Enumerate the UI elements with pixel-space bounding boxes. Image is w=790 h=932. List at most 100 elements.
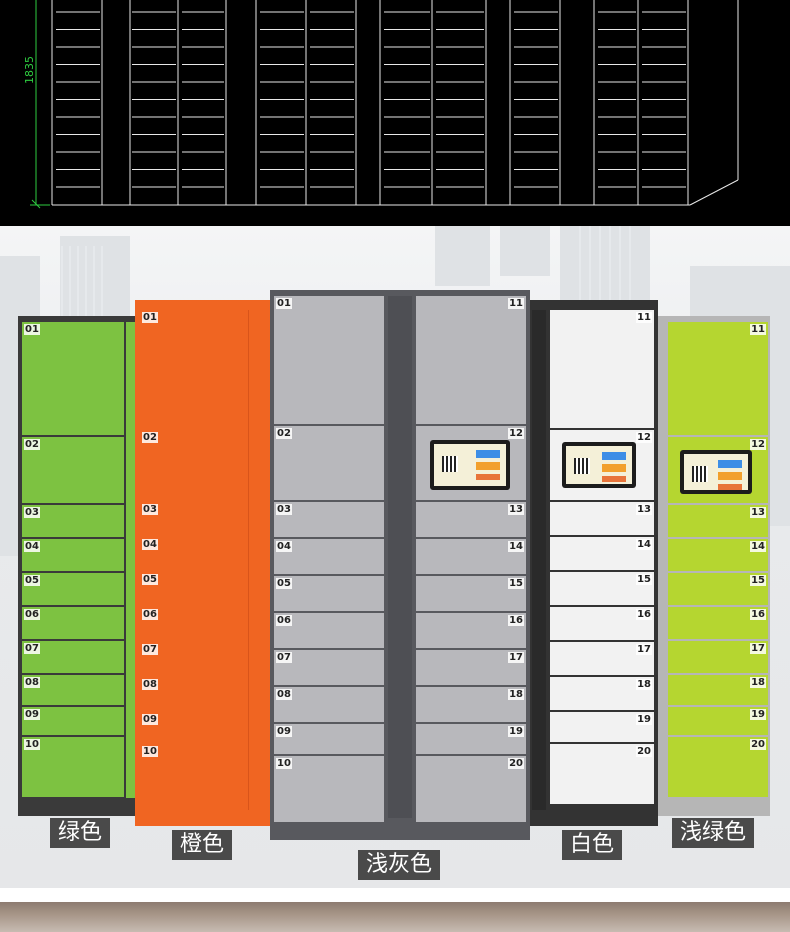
door-number: 07 <box>276 652 292 663</box>
locker-door: 10 <box>274 756 384 822</box>
locker-elevation-drawing: 1835 <box>23 0 739 209</box>
locker-door: 05 <box>274 576 384 611</box>
door-number: 07 <box>142 644 158 655</box>
locker-door: 03 <box>140 502 244 535</box>
locker-door: 04 <box>22 539 124 571</box>
color-label-light-gray: 浅灰色 <box>358 850 441 880</box>
door-number: 01 <box>24 324 40 335</box>
color-label-white: 白色 <box>562 830 623 860</box>
door-number: 02 <box>142 432 158 443</box>
door-number: 04 <box>24 541 40 552</box>
locker-door: 01 <box>140 310 244 428</box>
locker-door: 06 <box>22 607 124 639</box>
door-number: 10 <box>276 758 292 769</box>
locker-door: 04 <box>274 539 384 574</box>
door-number: 17 <box>636 644 652 655</box>
door-number: 09 <box>276 726 292 737</box>
floor-photo-strip <box>0 888 790 932</box>
locker-door: 15 <box>550 572 654 605</box>
door-number: 01 <box>276 298 292 309</box>
locker-door: 20 <box>668 737 768 797</box>
cad-drawing: 1835 <box>0 0 790 226</box>
qr-code-icon <box>692 466 708 482</box>
screen-button <box>718 460 742 468</box>
door-number: 09 <box>24 709 40 720</box>
door-number: 04 <box>276 541 292 552</box>
locker-door: 01 <box>22 322 124 435</box>
door-number: 18 <box>750 677 766 688</box>
locker-door: 18 <box>668 675 768 705</box>
door-number: 19 <box>750 709 766 720</box>
door-number: 08 <box>276 689 292 700</box>
door-number: 08 <box>24 677 40 688</box>
door-number: 11 <box>508 298 524 309</box>
locker-door: 01 <box>274 296 384 424</box>
locker-door: 19 <box>668 707 768 735</box>
locker-door: 14 <box>416 539 526 574</box>
locker-door: 07 <box>22 641 124 673</box>
door-number: 14 <box>508 541 524 552</box>
locker-door: 09 <box>274 724 384 754</box>
color-label-orange: 橙色 <box>172 830 233 860</box>
door-number: 05 <box>24 575 40 586</box>
touch-screen <box>680 450 752 494</box>
locker-door: 11 <box>668 322 768 435</box>
door-number: 13 <box>636 504 652 515</box>
locker-door: 11 <box>550 310 654 428</box>
locker-door: 09 <box>140 712 244 742</box>
door-number: 14 <box>750 541 766 552</box>
door-number: 03 <box>24 507 40 518</box>
door-number: 16 <box>750 609 766 620</box>
green-cabinet: 01 02 03 04 05 06 07 08 09 10 <box>18 316 138 816</box>
door-number: 17 <box>508 652 524 663</box>
locker-door: 13 <box>668 505 768 537</box>
screen-button <box>602 476 626 482</box>
locker-door: 17 <box>416 650 526 685</box>
locker-door: 08 <box>22 675 124 705</box>
door-number: 12 <box>750 439 766 450</box>
locker-door: 14 <box>668 539 768 571</box>
color-label-light-green: 浅绿色 <box>672 818 755 848</box>
door-number: 02 <box>24 439 40 450</box>
door-number: 16 <box>508 615 524 626</box>
door-number: 19 <box>636 714 652 725</box>
locker-door: 15 <box>668 573 768 605</box>
locker-door: 02 <box>274 426 384 500</box>
screen-button <box>718 472 742 480</box>
locker-door: 11 <box>416 296 526 424</box>
locker-door: 08 <box>140 677 244 710</box>
screen-button <box>602 464 626 472</box>
screen-button <box>602 452 626 460</box>
locker-door: 13 <box>550 502 654 535</box>
touch-screen <box>562 442 636 488</box>
door-number: 12 <box>508 428 524 439</box>
door-number: 14 <box>636 539 652 550</box>
door-number: 02 <box>276 428 292 439</box>
side-panel <box>126 322 136 798</box>
locker-door: 17 <box>668 641 768 673</box>
locker-door: 03 <box>274 502 384 537</box>
door-number: 09 <box>142 714 158 725</box>
color-label-green: 绿色 <box>50 818 111 848</box>
door-number: 04 <box>142 539 158 550</box>
locker-door: 02 <box>140 430 244 500</box>
locker-door: 16 <box>416 613 526 648</box>
door-number: 20 <box>508 758 524 769</box>
screen-button <box>718 484 742 490</box>
door-number: 07 <box>24 643 40 654</box>
door-number: 15 <box>508 578 524 589</box>
door-number: 11 <box>636 312 652 323</box>
locker-door: 08 <box>274 687 384 722</box>
locker-door: 07 <box>140 642 244 675</box>
door-number: 11 <box>750 324 766 335</box>
door-number: 15 <box>750 575 766 586</box>
door-number: 05 <box>276 578 292 589</box>
locker-door: 02 <box>22 437 124 503</box>
door-number: 16 <box>636 609 652 620</box>
door-number: 10 <box>24 739 40 750</box>
door-number: 06 <box>276 615 292 626</box>
locker-door: 06 <box>140 607 244 640</box>
